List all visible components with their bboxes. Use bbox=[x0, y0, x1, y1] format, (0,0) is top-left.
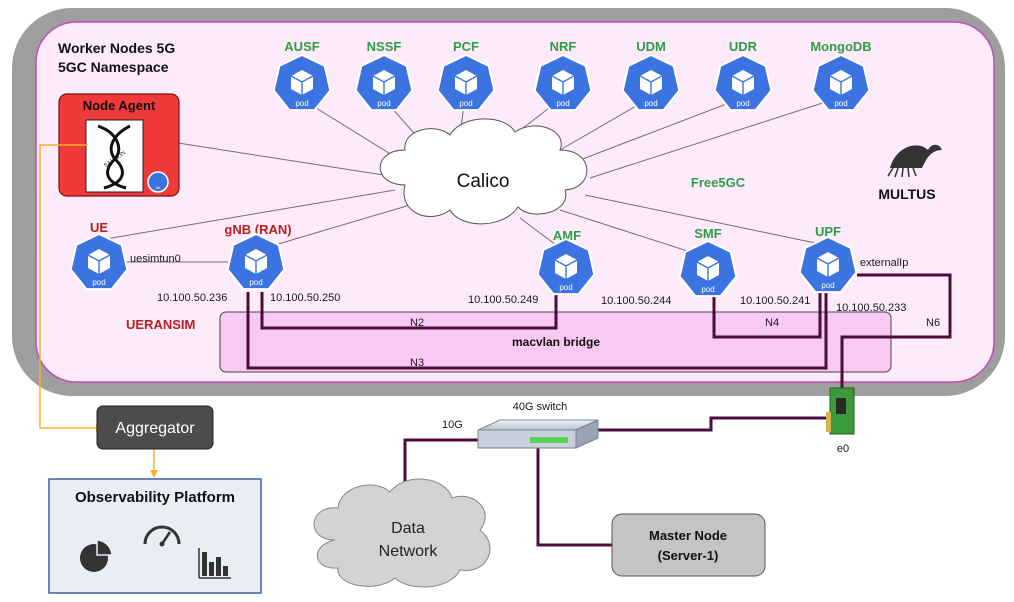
mongodb-label: MongoDB bbox=[810, 39, 871, 54]
calico-links bbox=[99, 97, 839, 263]
bar-chart-icon bbox=[198, 548, 231, 579]
pod-udm: UDM pod bbox=[621, 39, 681, 112]
cluster-title-line2: 5GC Namespace bbox=[58, 59, 169, 75]
pod-text: pod bbox=[92, 278, 105, 287]
ue-label: UE bbox=[90, 220, 108, 235]
pod-amf: AMF pod bbox=[536, 228, 596, 296]
monitoring-link bbox=[39, 144, 96, 429]
nic-label: e0 bbox=[837, 443, 849, 455]
uesimtun0-label: uesimtun0 bbox=[130, 253, 181, 265]
aggregator-box: Aggregator bbox=[96, 405, 214, 450]
pod-text: pod bbox=[701, 285, 714, 294]
pod-text: pod bbox=[295, 99, 308, 108]
ip-upf: 10.100.50.233 bbox=[836, 302, 906, 314]
pod-text: pod bbox=[559, 283, 572, 292]
udr-label: UDR bbox=[729, 39, 758, 54]
pod-text: pod bbox=[644, 99, 657, 108]
ip-ue: 10.100.50.236 bbox=[157, 292, 227, 304]
master-node: Master Node (Server-1) bbox=[611, 513, 766, 577]
observability-platform: Observability Platform bbox=[48, 478, 262, 594]
pod-ue: UE pod bbox=[69, 220, 129, 291]
cluster-title-line1: Worker Nodes 5G bbox=[58, 40, 175, 56]
data-network-line2: Network bbox=[379, 543, 439, 560]
calico-cloud bbox=[379, 118, 588, 225]
interface-links bbox=[246, 273, 952, 547]
data-network-cloud: Data Network bbox=[313, 478, 491, 588]
ip-smf-right: 10.100.50.241 bbox=[740, 295, 810, 307]
calico-label: Calico bbox=[457, 171, 510, 192]
pod-upf: UPF pod bbox=[798, 224, 858, 294]
pod-text: pod bbox=[736, 99, 749, 108]
multus-label: MULTUS bbox=[878, 186, 935, 202]
pie-chart-icon bbox=[80, 539, 113, 572]
udm-label: UDM bbox=[636, 39, 666, 54]
node-agent-title: Node Agent bbox=[83, 98, 156, 113]
daemonset-badge-text: ds bbox=[156, 185, 160, 190]
switch-40g: 40G switch bbox=[477, 401, 599, 449]
master-line2: (Server-1) bbox=[658, 548, 719, 563]
ip-amf: 10.100.50.249 bbox=[468, 294, 538, 306]
multus-logo: MULTUS bbox=[878, 144, 942, 202]
master-line1: Master Node bbox=[649, 528, 727, 543]
n2-label: N2 bbox=[410, 317, 424, 329]
nic-card: e0 bbox=[826, 387, 855, 455]
nrf-label: NRF bbox=[550, 39, 577, 54]
nssf-label: NSSF bbox=[367, 39, 402, 54]
pod-text: pod bbox=[377, 99, 390, 108]
gnb-label: gNB (RAN) bbox=[224, 222, 291, 237]
aggregator-label: Aggregator bbox=[115, 420, 195, 437]
pod-mongodb: MongoDB pod bbox=[810, 39, 872, 112]
pcf-label: PCF bbox=[453, 39, 479, 54]
n3-label: N3 bbox=[410, 357, 424, 369]
switch-label: 40G switch bbox=[513, 401, 567, 413]
ueransim-label: UERANSIM bbox=[126, 317, 195, 332]
pod-nssf: NSSF pod bbox=[354, 39, 414, 112]
n6-label: N6 bbox=[926, 317, 940, 329]
gauge-icon bbox=[143, 525, 181, 547]
n4-label: N4 bbox=[765, 317, 779, 329]
pod-text: pod bbox=[249, 278, 262, 287]
ip-smf-left: 10.100.50.244 bbox=[601, 295, 671, 307]
amf-label: AMF bbox=[553, 228, 581, 243]
pod-text: pod bbox=[459, 99, 472, 108]
pod-text: pod bbox=[556, 99, 569, 108]
link-10g-label: 10G bbox=[442, 419, 463, 431]
externalip-label: externalIp bbox=[860, 257, 908, 269]
pod-text: pod bbox=[834, 99, 847, 108]
data-network-line1: Data bbox=[391, 520, 425, 537]
pod-nrf: NRF pod bbox=[533, 39, 593, 112]
pod-pcf: PCF pod bbox=[436, 39, 496, 112]
pod-udr: UDR pod bbox=[713, 39, 773, 112]
pod-ausf: AUSF pod bbox=[272, 39, 332, 112]
upf-label: UPF bbox=[815, 224, 841, 239]
ip-gnb: 10.100.50.250 bbox=[270, 292, 340, 304]
pod-text: pod bbox=[821, 281, 834, 290]
free5gc-label: Free5GC bbox=[691, 175, 746, 190]
ausf-label: AUSF bbox=[284, 39, 319, 54]
pod-smf: SMF pod bbox=[678, 226, 738, 298]
daemonset-icon bbox=[147, 171, 169, 193]
node-agent: Node Agent SAURON ds bbox=[58, 93, 180, 197]
smf-label: SMF bbox=[694, 226, 722, 241]
pod-gnb: gNB (RAN) pod bbox=[224, 222, 292, 291]
macvlan-label: macvlan bridge bbox=[512, 335, 600, 349]
observability-title: Observability Platform bbox=[75, 489, 235, 506]
